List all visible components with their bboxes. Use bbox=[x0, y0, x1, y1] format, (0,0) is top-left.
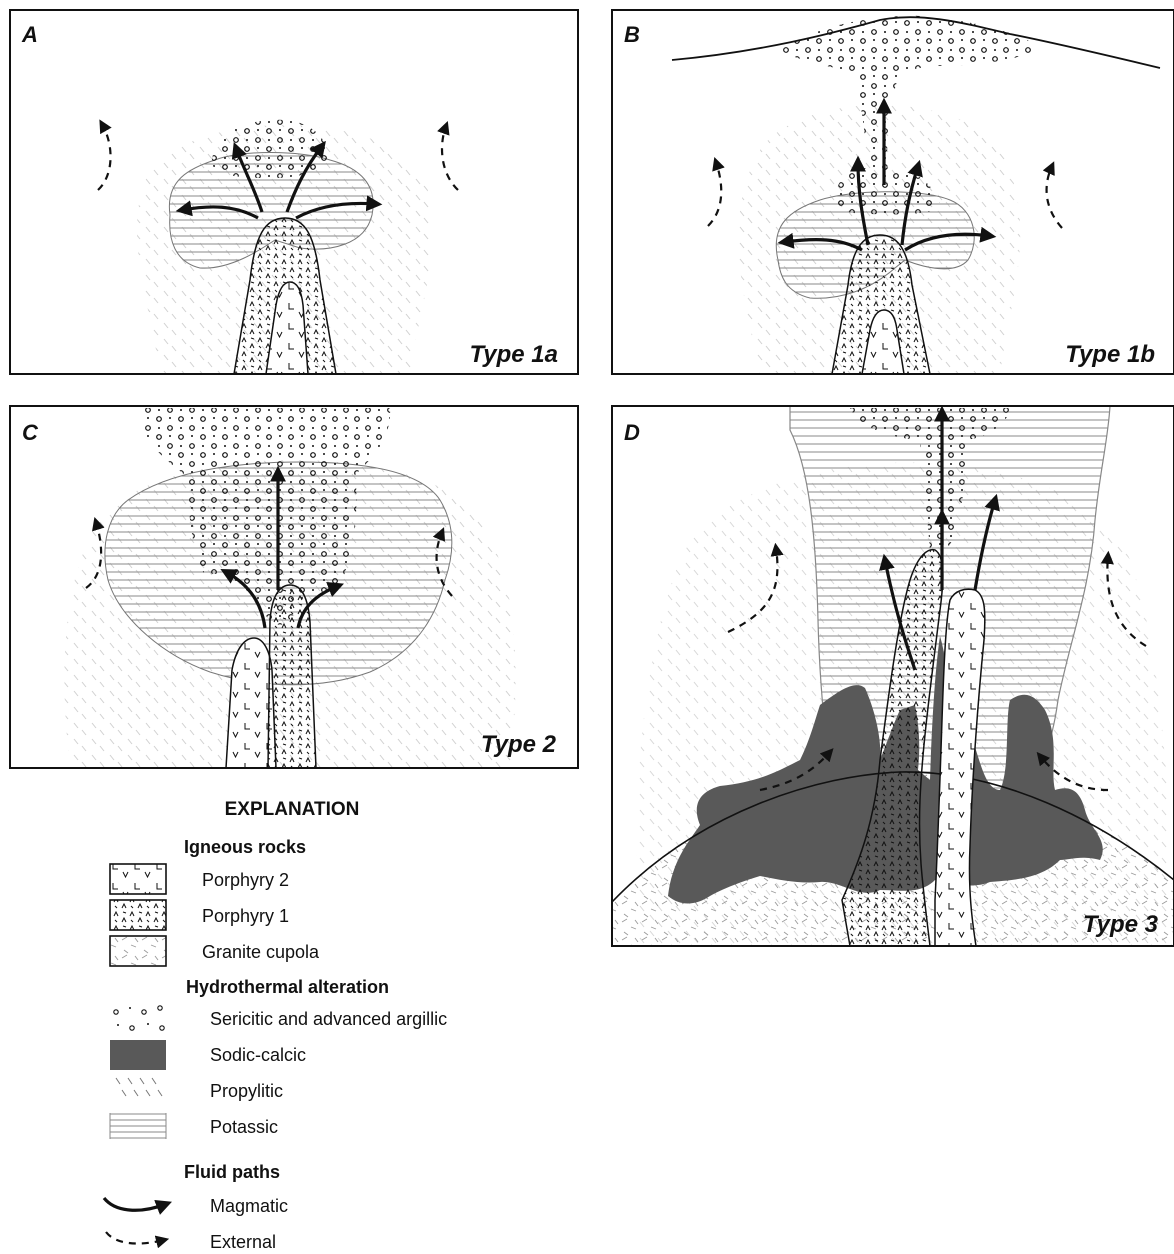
legend-heading-fluid-paths: Fluid paths bbox=[184, 1162, 280, 1182]
legend-swatch-sodic-calcic bbox=[110, 1040, 166, 1070]
legend-swatch-potassic bbox=[110, 1113, 166, 1139]
legend-label-granite-cupola: Granite cupola bbox=[202, 942, 320, 962]
panel-d-type: Type 3 bbox=[1083, 911, 1159, 938]
legend-label-sodic-calcic: Sodic-calcic bbox=[210, 1045, 306, 1065]
panel-b-letter: B bbox=[624, 22, 640, 47]
panel-a-type: Type 1a bbox=[470, 341, 559, 368]
panel-c: C Type 2 bbox=[10, 406, 578, 768]
panel-c-type: Type 2 bbox=[481, 731, 557, 758]
legend-heading-igneous: Igneous rocks bbox=[184, 837, 306, 857]
panel-b-type: Type 1b bbox=[1065, 341, 1155, 368]
legend-swatch-propylitic bbox=[116, 1078, 162, 1096]
panel-d: D Type 3 bbox=[612, 406, 1174, 946]
legend-label-propylitic: Propylitic bbox=[210, 1081, 283, 1101]
external-arrow bbox=[708, 162, 721, 226]
legend-label-porphyry-2: Porphyry 2 bbox=[202, 870, 289, 890]
explanation-legend: EXPLANATION Igneous rocks Porphyry 2 Por… bbox=[104, 799, 447, 1252]
panel-d-letter: D bbox=[624, 420, 640, 445]
legend-swatch-porphyry-1 bbox=[110, 900, 166, 930]
legend-label-magmatic: Magmatic bbox=[210, 1196, 288, 1216]
external-arrow bbox=[442, 126, 458, 190]
legend-label-external: External bbox=[210, 1232, 276, 1252]
sericitic-zone bbox=[212, 120, 328, 178]
panel-a: A Type 1a bbox=[10, 10, 578, 374]
legend-swatch-porphyry-2 bbox=[110, 864, 166, 894]
legend-swatch-granite-cupola bbox=[110, 936, 166, 966]
external-arrow bbox=[1047, 166, 1062, 228]
legend-label-sericitic: Sericitic and advanced argillic bbox=[210, 1009, 447, 1029]
legend-heading-alteration: Hydrothermal alteration bbox=[186, 977, 389, 997]
legend-swatch-magmatic bbox=[104, 1198, 166, 1210]
legend-label-potassic: Potassic bbox=[210, 1117, 278, 1137]
porphyry-1-body bbox=[268, 585, 316, 768]
legend-label-porphyry-1: Porphyry 1 bbox=[202, 906, 289, 926]
legend-swatch-external bbox=[106, 1232, 164, 1244]
explanation-title: EXPLANATION bbox=[225, 799, 360, 820]
panel-a-letter: A bbox=[21, 22, 38, 47]
panel-b: B Type 1b bbox=[612, 10, 1174, 374]
panel-c-letter: C bbox=[22, 420, 39, 445]
legend-swatch-sericitic bbox=[114, 1006, 164, 1030]
external-arrow bbox=[98, 124, 111, 190]
